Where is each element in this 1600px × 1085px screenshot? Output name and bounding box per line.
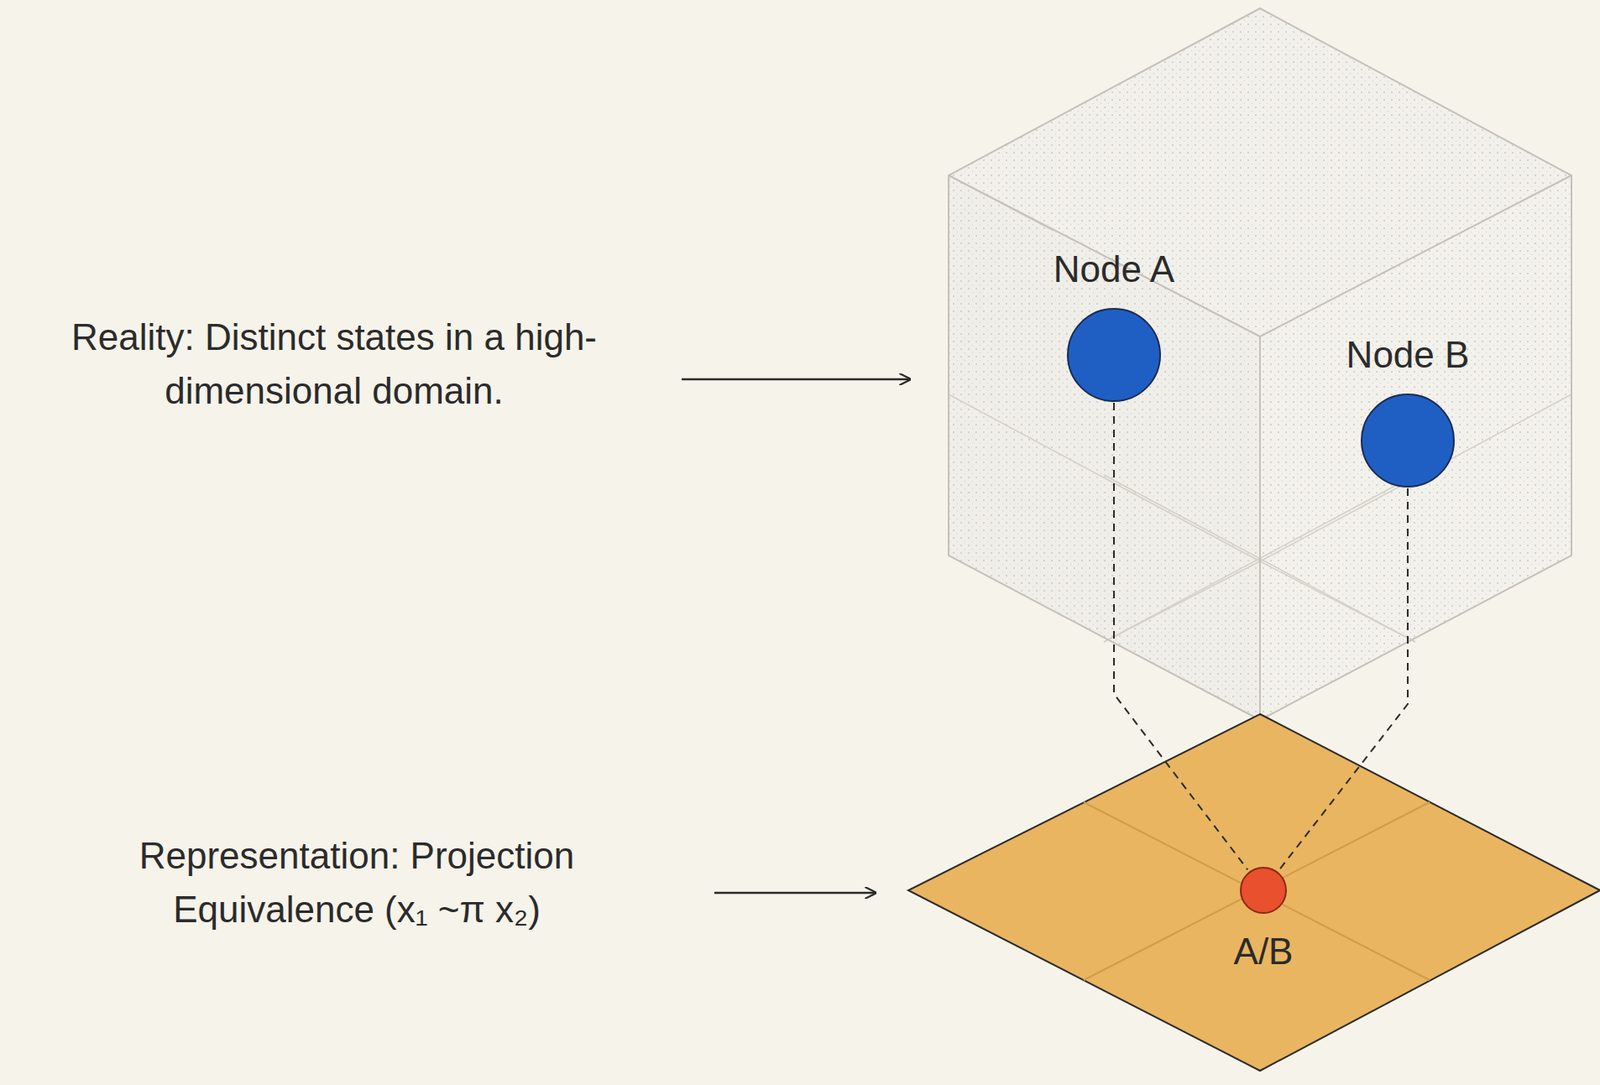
projected-point: A/B [1230, 866, 1297, 975]
projection-line [1279, 488, 1408, 870]
node-label: A/B [1233, 930, 1294, 975]
cube-front-edge [1259, 336, 1261, 721]
side-label: Representation: Projection Equivalence (… [62, 829, 651, 937]
cube-outline [948, 8, 1572, 721]
node-circle-shape [1361, 394, 1454, 487]
node-circle-shape [1240, 867, 1287, 914]
cube-front-edges [948, 175, 1572, 337]
cube [948, 8, 1572, 721]
node-circle [1359, 392, 1456, 489]
state-node: Node B [1343, 333, 1474, 489]
projection-plane [908, 714, 1600, 1072]
node-circle [1066, 307, 1162, 403]
side-label: Reality: Distinct states in a high-dimen… [23, 310, 645, 419]
cube-texture [948, 8, 1572, 721]
node-label: Node B [1346, 333, 1470, 378]
node-label: Node A [1053, 247, 1175, 293]
state-node: Node A [1050, 247, 1178, 403]
projection-line [1113, 402, 1248, 870]
pointer-arrow [681, 378, 910, 382]
plane-surface [908, 714, 1600, 1072]
node-circle [1239, 866, 1288, 916]
plane-grid-line [1083, 802, 1430, 981]
node-circle-shape [1067, 308, 1161, 402]
plane-grid-line [1083, 802, 1430, 981]
pointer-arrow [714, 892, 876, 895]
